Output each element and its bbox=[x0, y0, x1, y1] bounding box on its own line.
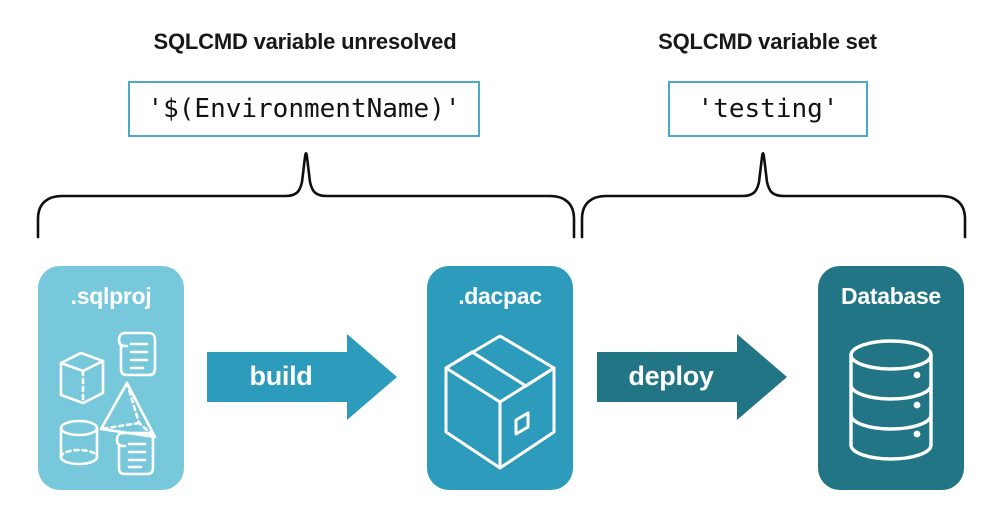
curly-brace-up-icon-right bbox=[580, 151, 967, 239]
arrow-deploy: deploy bbox=[597, 334, 787, 420]
package-box-icon bbox=[427, 318, 573, 488]
stage-label-sqlproj: .sqlproj bbox=[70, 283, 152, 309]
stage-box-database: Database bbox=[818, 266, 964, 490]
curly-brace-up-icon-left bbox=[36, 151, 576, 239]
pyramid-shape-icon bbox=[99, 381, 157, 439]
script-scroll-icon-top bbox=[117, 331, 157, 377]
cube-shape-icon bbox=[59, 351, 105, 405]
cylinder-shape-icon bbox=[59, 419, 99, 466]
group-title-left: SQLCMD variable unresolved bbox=[153, 29, 457, 54]
sql-project-shapes-icon bbox=[38, 318, 184, 488]
arrow-right-icon-build bbox=[207, 334, 397, 420]
code-box-unresolved-variable: '$(EnvironmentName)' bbox=[128, 81, 480, 137]
arrow-right-icon-deploy bbox=[597, 334, 787, 420]
database-cylinder-icon bbox=[818, 318, 964, 488]
script-scroll-icon-bottom bbox=[115, 431, 155, 476]
arrow-build: build bbox=[207, 334, 397, 420]
stage-box-dacpac: .dacpac bbox=[427, 266, 573, 490]
stage-label-dacpac: .dacpac bbox=[458, 283, 542, 309]
stage-label-database: Database bbox=[841, 283, 941, 309]
group-title-right: SQLCMD variable set bbox=[658, 29, 877, 54]
stage-box-sqlproj: .sqlproj bbox=[38, 266, 184, 490]
code-box-variable-value: 'testing' bbox=[668, 81, 868, 137]
